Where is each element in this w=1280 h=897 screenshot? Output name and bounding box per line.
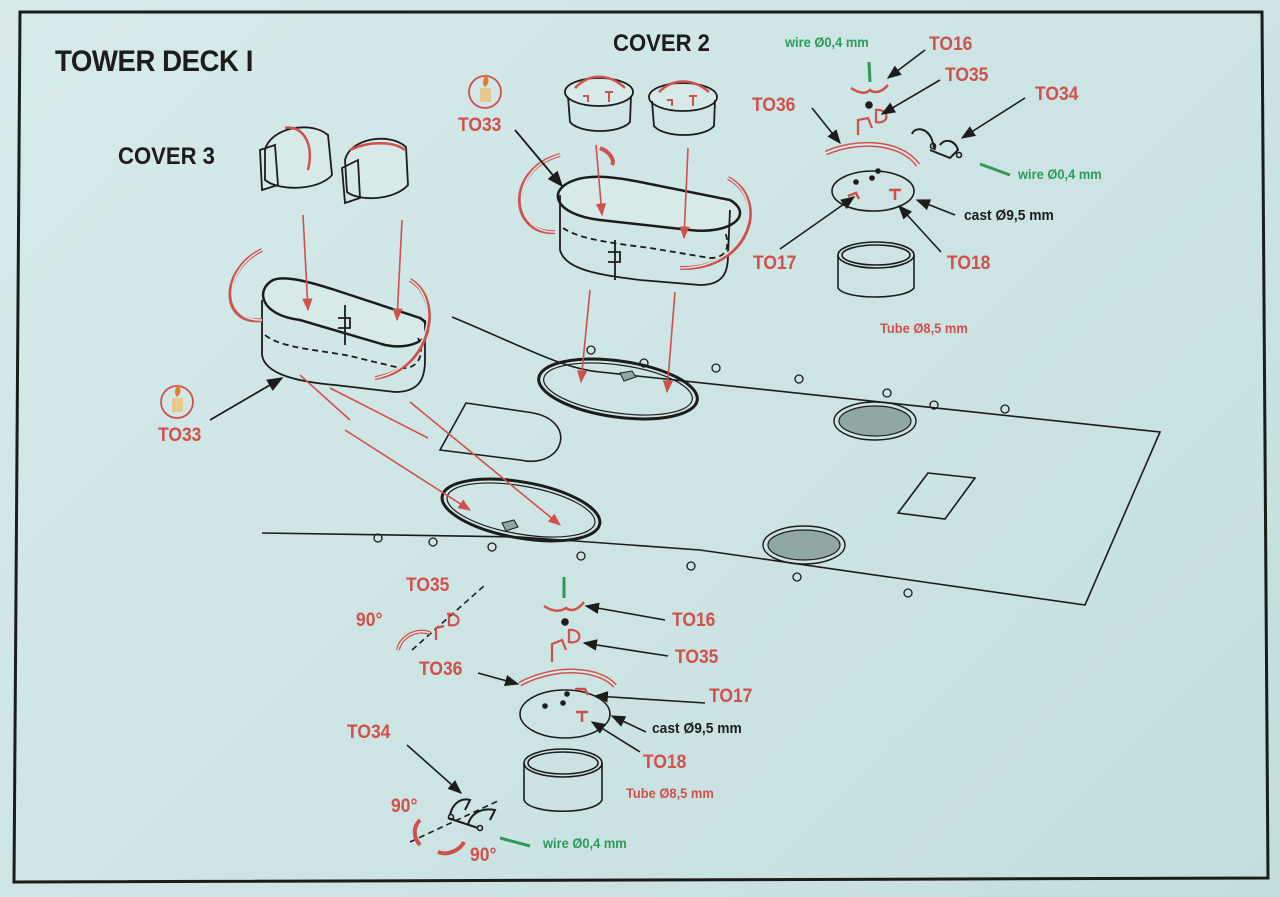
cover3-dome-a bbox=[259, 126, 333, 192]
cover2-dome-a bbox=[564, 75, 634, 132]
page-title: TOWER DECK I bbox=[55, 45, 253, 78]
to36-label-bottom: TO36 bbox=[419, 659, 463, 680]
cover2-body bbox=[556, 175, 742, 286]
to35-label-left: TO35 bbox=[406, 575, 450, 596]
to34-hinge-top bbox=[911, 128, 963, 160]
angle-label-to35: 90° bbox=[356, 610, 383, 631]
top-right-subassembly bbox=[779, 49, 1026, 298]
cover2-dome-b bbox=[648, 80, 718, 136]
cover2-to33-label: TO33 bbox=[458, 115, 502, 136]
to35-label-bottom: TO35 bbox=[675, 647, 719, 668]
deck-hatch-left bbox=[762, 525, 846, 565]
deck-d-plate bbox=[438, 402, 562, 463]
cover3-heading: COVER 3 bbox=[118, 143, 215, 170]
wire-label-top: wire Ø0,4 mm bbox=[785, 34, 869, 50]
to18-label-top: TO18 bbox=[947, 253, 991, 274]
cover2-candle-icon bbox=[468, 74, 502, 109]
wire-label-right: wire Ø0,4 mm bbox=[1018, 166, 1102, 182]
angle-label-b: 90° bbox=[470, 845, 497, 866]
to34-label-bottom: TO34 bbox=[347, 722, 391, 743]
rivet-lugs bbox=[373, 345, 1010, 598]
cast-label-bottom: cast Ø9,5 mm bbox=[652, 720, 742, 737]
tube-top bbox=[837, 241, 915, 298]
to35-label-top: TO35 bbox=[945, 65, 989, 86]
to16-label-top: TO16 bbox=[929, 34, 973, 55]
bottom-subassembly bbox=[396, 577, 706, 856]
deck-hatch-right bbox=[833, 401, 917, 441]
tube-label-bottom: Tube Ø8,5 mm bbox=[626, 785, 714, 801]
cover3-dome-b bbox=[341, 137, 409, 205]
to16-label-bottom: TO16 bbox=[672, 610, 716, 631]
tube-bottom bbox=[523, 748, 603, 813]
to18-label-bottom: TO18 bbox=[643, 752, 687, 773]
tube-label-top: Tube Ø8,5 mm bbox=[880, 320, 968, 336]
cast-label-top: cast Ø9,5 mm bbox=[964, 207, 1054, 224]
to17-label-bottom: TO17 bbox=[709, 686, 753, 707]
deck-opening-cover3 bbox=[440, 477, 602, 543]
cover2-heading: COVER 2 bbox=[613, 30, 710, 57]
cover3-parts bbox=[160, 126, 561, 526]
deck-rect-plate bbox=[896, 472, 977, 520]
cover2-parts bbox=[468, 74, 752, 394]
cover3-to33-label: TO33 bbox=[158, 425, 202, 446]
to34-label-top: TO34 bbox=[1035, 84, 1079, 105]
angle-label-a: 90° bbox=[391, 796, 418, 817]
cover3-body bbox=[261, 277, 430, 393]
cast-disc bbox=[831, 170, 915, 212]
cast-disc-bottom bbox=[519, 689, 611, 739]
deck-opening-cover2 bbox=[537, 357, 699, 421]
to36-label-top: TO36 bbox=[752, 95, 796, 116]
deck-plate bbox=[261, 316, 1162, 606]
to17-label-top: TO17 bbox=[753, 253, 797, 274]
page-frame bbox=[12, 10, 1270, 884]
wire-label-bottom: wire Ø0,4 mm bbox=[543, 835, 627, 851]
cover3-candle-icon bbox=[160, 384, 194, 419]
